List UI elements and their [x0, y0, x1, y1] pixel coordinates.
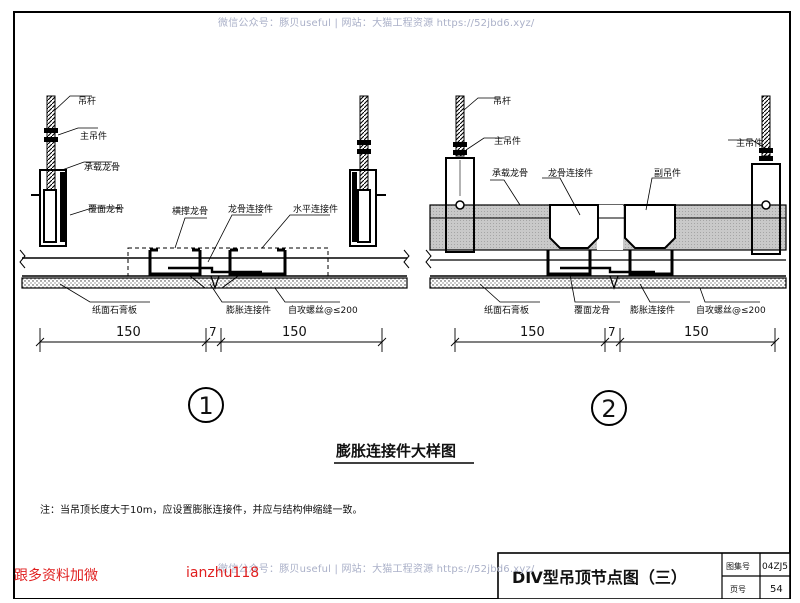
detail-1-marker [188, 387, 224, 423]
label-keel-connector-1: 龙骨连接件 [228, 203, 273, 215]
label-aux-hanger-2: 副吊件 [654, 167, 681, 179]
label-cover-keel-2: 覆面龙骨 [574, 304, 610, 316]
dim-1-left: 150 [116, 325, 141, 340]
label-keel-connector-2: 龙骨连接件 [548, 167, 593, 179]
watermark-bottom: 微信公众号：豚贝useful | 网站：大猫工程资源 https://52jbd… [218, 564, 535, 575]
label-lateral-keel-1: 横撑龙骨 [172, 205, 208, 217]
label-expansion-connector-2: 膨胀连接件 [630, 304, 675, 316]
atlas-label: 图集号 [726, 561, 750, 571]
label-screw-2: 自攻螺丝@≤200 [696, 304, 766, 316]
label-gypsum-board-1: 纸面石膏板 [92, 304, 137, 316]
detail-1-number: 1 [198, 392, 213, 420]
label-screw-1: 自攻螺丝@≤200 [288, 304, 358, 316]
detail-1: 吊杆 主吊件 承载龙骨 覆面龙骨 横撑龙骨 龙骨连接件 水平连接件 纸面石膏板 … [19, 95, 410, 423]
label-horizontal-connector-1: 水平连接件 [293, 203, 338, 215]
label-cover-keel-1: 覆面龙骨 [88, 203, 124, 215]
atlas-value: 04ZJ5 [762, 562, 788, 572]
label-rod-2: 吊杆 [493, 95, 511, 107]
drawing-title: DⅣ型吊顶节点图（三） [512, 568, 687, 587]
dim-1-right: 150 [282, 325, 307, 340]
detail-2: 吊杆 主吊件 主吊件 承载龙骨 龙骨连接件 副吊件 纸面石膏板 覆面龙骨 膨胀连… [425, 95, 787, 426]
gypsum-board-2 [429, 277, 787, 289]
dim-2-gap: 7 [608, 325, 616, 339]
watermark-top: 微信公众号：豚贝useful | 网站：大猫工程资源 https://52jbd… [218, 18, 535, 29]
title-block: DⅣ型吊顶节点图（三） 图集号 04ZJ5 页号 54 [497, 552, 791, 600]
label-main-hanger-2-left: 主吊件 [494, 135, 521, 147]
dim-2-right: 150 [684, 325, 709, 340]
promo-right: ianzhu118 [186, 565, 260, 581]
main-title: 膨胀连接件大样图 [336, 442, 456, 460]
page-value: 54 [770, 584, 783, 595]
note-text: 注：当吊顶长度大于10m，应设置膨胀连接件，并应与结构伸缩缝一致。 [40, 503, 362, 516]
label-expansion-connector-1: 膨胀连接件 [226, 304, 271, 316]
page-label: 页号 [730, 585, 746, 594]
label-rod-1: 吊杆 [78, 95, 96, 107]
detail-2-marker [591, 390, 627, 426]
label-main-hanger-1: 主吊件 [80, 130, 107, 142]
label-bearing-keel-2: 承载龙骨 [492, 167, 528, 179]
dim-2-left: 150 [520, 325, 545, 340]
label-gypsum-board-2: 纸面石膏板 [484, 304, 529, 316]
dim-1-gap: 7 [209, 325, 217, 339]
promo-left: 跟多资料加微 [14, 568, 98, 584]
detail-2-number: 2 [601, 395, 616, 423]
label-bearing-keel-1: 承载龙骨 [84, 161, 120, 173]
label-main-hanger-2-right: 主吊件 [736, 137, 763, 149]
